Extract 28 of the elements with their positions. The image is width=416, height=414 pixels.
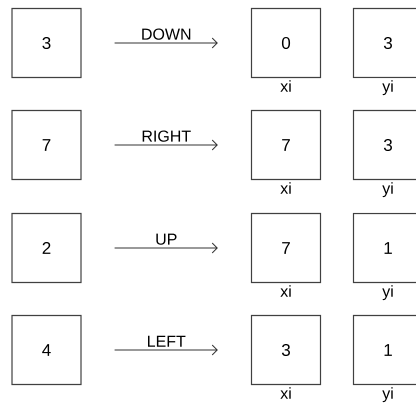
edge-label: RIGHT: [142, 130, 191, 142]
value-box: 0: [250, 8, 322, 78]
arrow: [114, 242, 218, 254]
box-caption: yi: [382, 80, 393, 96]
value-box: 7: [250, 212, 322, 284]
value-box: 3: [352, 8, 416, 78]
value-box: 3: [352, 110, 416, 180]
value-box: 3: [11, 8, 82, 78]
value-box: 1: [352, 314, 416, 386]
arrow: [114, 38, 218, 48]
edge-label: LEFT: [148, 336, 186, 347]
box-caption: xi: [280, 285, 291, 297]
box-caption: yi: [382, 387, 393, 402]
value-box: 2: [11, 212, 82, 284]
value-box: 4: [11, 314, 82, 386]
box-caption: xi: [280, 182, 291, 194]
value-box: 7: [11, 110, 82, 180]
value-box: 7: [250, 110, 322, 180]
value-box: 1: [352, 212, 416, 284]
edge-label: DOWN: [142, 28, 190, 40]
value-box: 3: [250, 314, 322, 386]
box-caption: xi: [280, 80, 291, 92]
box-caption: yi: [382, 182, 393, 198]
box-caption: xi: [280, 387, 291, 399]
box-caption: yi: [382, 285, 393, 300]
edge-label: UP: [156, 234, 177, 245]
arrow: [114, 344, 218, 356]
arrow: [114, 140, 218, 150]
